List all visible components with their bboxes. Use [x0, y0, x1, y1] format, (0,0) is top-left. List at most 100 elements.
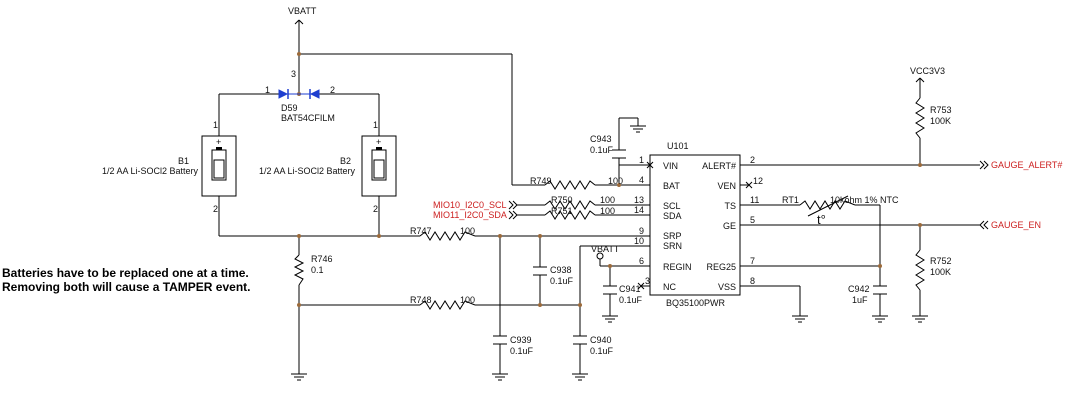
capacitor-c939: C939 0.1uF	[493, 335, 534, 356]
c940-ref: C940	[590, 335, 612, 345]
junctions	[297, 52, 922, 307]
ground-icon	[291, 373, 307, 381]
pin-name-srp: SRP	[663, 231, 682, 241]
ic-u101: U101 BQ35100PWR VIN BAT SCL SDA SRP SRN …	[634, 141, 763, 308]
ground-icon	[872, 315, 888, 323]
pin-name-bat: BAT	[663, 181, 680, 191]
b2-pin1: 1	[373, 120, 378, 130]
b1-value: 1/2 AA Li-SOCl2 Battery	[102, 166, 199, 176]
resistor-r752: R752 100K	[915, 249, 952, 291]
diode-right-icon	[309, 89, 320, 99]
capacitor-c941: C941 0.1uF	[603, 284, 643, 305]
vbatt-top-symbol: VBATT	[288, 6, 317, 25]
net-label-alert: GAUGE_ALERT#	[991, 160, 1062, 170]
c940-value: 0.1uF	[590, 346, 614, 356]
resistor-r750: R750 100	[544, 195, 615, 210]
c941-ref: C941	[619, 284, 641, 294]
no-connect-icon	[745, 181, 753, 189]
diode-left-icon	[278, 89, 289, 99]
no-connect-icon	[637, 282, 645, 290]
d59-pin3: 3	[291, 69, 296, 79]
r749-value: 100	[608, 176, 623, 186]
r750-value: 100	[600, 195, 615, 205]
r746-ref: R746	[311, 254, 333, 264]
pin-name-sda: SDA	[663, 211, 682, 221]
r748-ref: R748	[410, 295, 432, 305]
capacitor-c938: C938 0.1uF	[533, 265, 574, 286]
b1-pin2: 2	[213, 204, 218, 214]
note: Batteries have to be replaced one at a t…	[2, 266, 251, 294]
r748-value: 100	[460, 295, 475, 305]
u101-part: BQ35100PWR	[666, 298, 726, 308]
rt1-ref: RT1	[782, 195, 799, 205]
rt1-symbol: t°	[817, 212, 826, 227]
pin-name-srn: SRN	[663, 241, 682, 251]
b1-ref: B1	[178, 156, 189, 166]
net-label-en: GAUGE_EN	[991, 220, 1041, 230]
c942-ref: C942	[848, 284, 870, 294]
net-label-scl: MIO10_I2C0_SCL	[433, 200, 507, 210]
capacitor-c943: C943 0.1uF	[590, 134, 626, 159]
c939-ref: C939	[510, 335, 532, 345]
u101-ref: U101	[667, 141, 689, 151]
c942-value: 1uF	[852, 295, 868, 305]
c943-ref: C943	[590, 134, 612, 144]
r752-ref: R752	[930, 256, 952, 266]
note-line-1: Batteries have to be replaced one at a t…	[2, 266, 249, 280]
r749-ref: R749	[530, 176, 552, 186]
pin-num-4: 4	[639, 175, 644, 185]
pin-num-5: 5	[750, 215, 755, 225]
wires	[218, 20, 980, 374]
pin-num-14: 14	[634, 205, 644, 215]
r751-value: 100	[600, 206, 615, 216]
r750-ref: R750	[551, 195, 573, 205]
b2-ref: B2	[340, 156, 351, 166]
battery-b2: + 1 2 B2 1/2 AA Li-SOCl2 Battery	[259, 120, 397, 214]
ground-icon	[572, 373, 588, 381]
vbatt-regen-label: VBATT	[591, 244, 620, 254]
r746-value: 0.1	[311, 265, 324, 275]
d59-value: BAT54CFILM	[281, 113, 335, 123]
diode-d59: 1 2 3 D59 BAT54CFILM	[265, 69, 335, 123]
pin-name-ge: GE	[723, 221, 736, 231]
r751-ref: R751	[551, 206, 573, 216]
no-connect-icon	[646, 161, 654, 169]
pin-num-13: 13	[634, 195, 644, 205]
resistor-r747: R747 100	[410, 226, 476, 241]
pin-num-3: 3	[645, 276, 650, 286]
ground-icon	[630, 125, 646, 133]
pin-num-7: 7	[750, 256, 755, 266]
c938-ref: C938	[550, 265, 572, 275]
vcc3v3-symbol: VCC3V3	[910, 66, 945, 83]
r752-value: 100K	[930, 267, 951, 277]
ground-icon	[792, 315, 808, 323]
thermistor-rt1: RT1 10kohm 1% NTC t°	[782, 195, 899, 227]
vbatt-top-label: VBATT	[288, 6, 317, 16]
b2-pin2: 2	[373, 204, 378, 214]
pin-num-1: 1	[639, 155, 644, 165]
resistor-r751: R751 100	[544, 206, 615, 220]
rt1-value: 10kohm 1% NTC	[830, 195, 899, 205]
capacitor-c940: C940 0.1uF	[573, 335, 614, 356]
d59-pin2: 2	[330, 85, 335, 95]
battery-b1: + 1 2 B1 1/2 AA Li-SOCl2 Battery	[102, 120, 237, 214]
ground-icon	[912, 315, 928, 323]
pin-name-regin: REGIN	[663, 262, 692, 272]
pin-name-vss: VSS	[718, 282, 736, 292]
capacitor-c942: C942 1uF	[848, 284, 887, 305]
pin-num-12: 12	[753, 176, 763, 186]
r753-ref: R753	[930, 105, 952, 115]
pin-name-scl: SCL	[663, 201, 681, 211]
pin-name-nc: NC	[663, 282, 676, 292]
resistor-r753: R753 100K	[915, 97, 952, 139]
b1-plus: +	[216, 137, 221, 147]
vcc3v3-label: VCC3V3	[910, 66, 945, 76]
ground-icon	[492, 373, 508, 381]
pin-num-2: 2	[750, 155, 755, 165]
ground-icon	[602, 315, 618, 323]
pin-num-9: 9	[639, 226, 644, 236]
net-alert: GAUGE_ALERT#	[979, 160, 1062, 170]
pin-num-11: 11	[750, 195, 759, 205]
pin-name-vin: VIN	[663, 161, 678, 171]
